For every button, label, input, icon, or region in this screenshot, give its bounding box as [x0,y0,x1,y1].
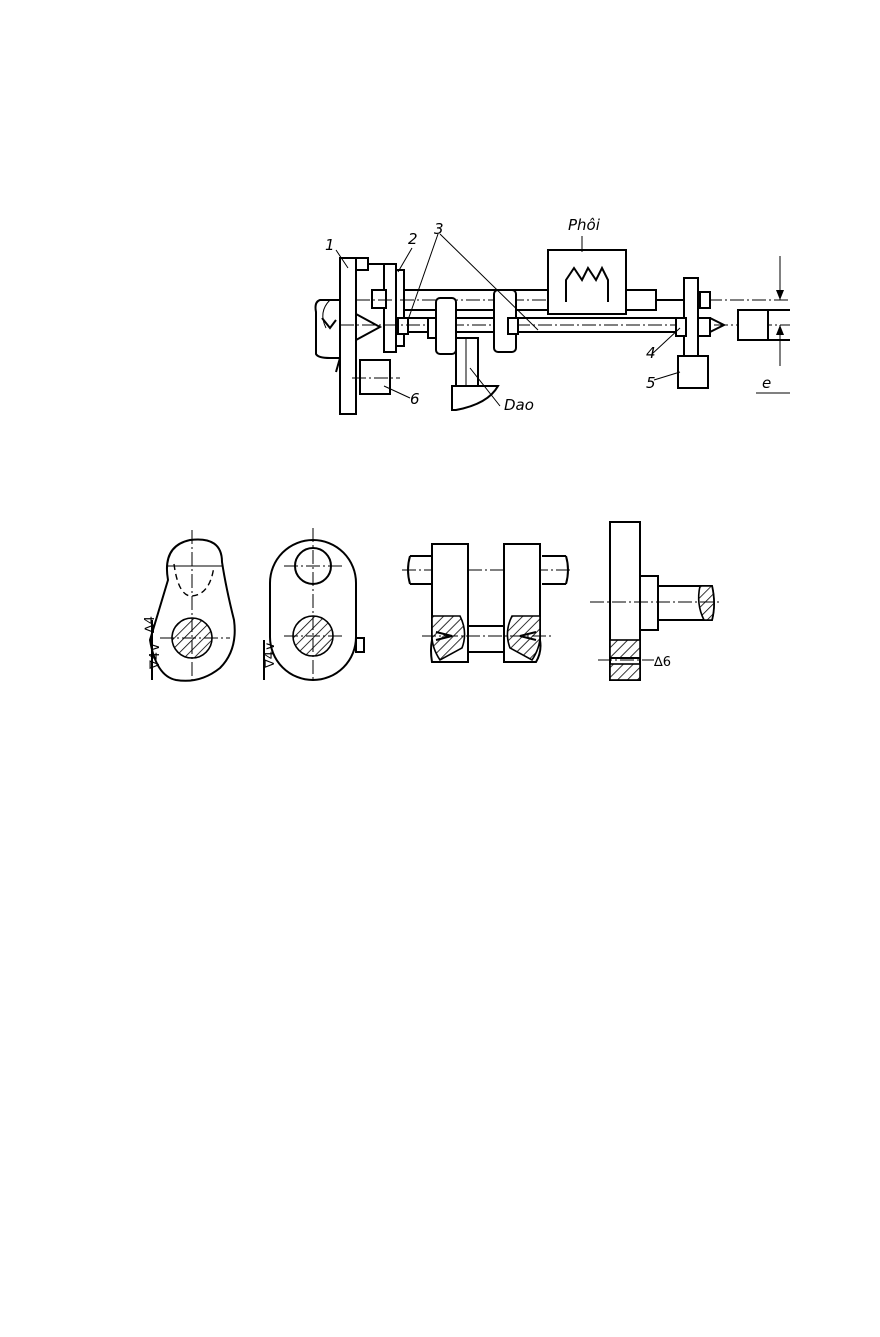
counterweight-6 [360,360,390,394]
machining-setup-diagram: 1 2 3 Phôi 4 5 6 Dao e [316,216,791,414]
fixture-a-cam-plate: ∆4 ∇4∨ [143,530,235,681]
tailstock-fixture [656,278,790,388]
label-1: 1 [325,236,335,254]
drive-center [356,314,380,340]
label-2: 2 [408,230,418,248]
fixture-c-double-arm [402,544,572,662]
fixture-d-plate-shaft: ∆6 [590,522,720,680]
collar-3a [436,298,456,354]
label-workpiece: Phôi [568,216,601,234]
spindle [316,300,341,372]
workpiece [548,250,656,314]
support-block-5 [678,356,708,388]
fixture-a-symbol-top: ∆4 [143,616,158,634]
fixture-b-symbol-side: ∇4∨ [263,642,278,669]
label-5: 5 [646,374,656,392]
label-4: 4 [646,344,656,362]
faceplate-stud [356,258,368,270]
faceplate [340,258,356,414]
label-e: e [762,374,771,392]
fixture-b-oval-plate: ∇4∨ [263,528,364,680]
label-3: 3 [434,220,444,238]
label-6: 6 [410,390,420,408]
fixture-d-symbol: ∆6 [653,655,671,670]
fixture-a-symbol-side: ∇4∨ [148,643,163,670]
label-tool: Dao [504,396,534,414]
